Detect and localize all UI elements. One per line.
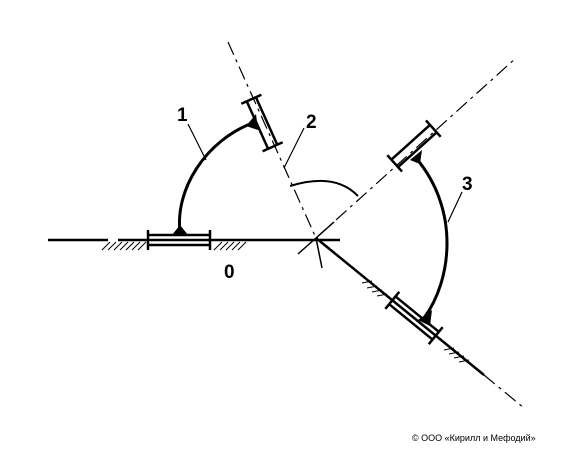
upper-slider <box>240 93 284 153</box>
base-link-0 <box>48 230 340 251</box>
label-link-2: 2 <box>306 112 317 133</box>
right-lower-guide-line <box>315 237 525 409</box>
joint-marker-upper <box>246 114 258 130</box>
upper-guide-line <box>227 41 317 239</box>
curved-link-3 <box>410 150 449 326</box>
label-link-0: 0 <box>224 262 235 283</box>
right-lower-hatching <box>361 280 470 363</box>
copyright-text: © ООО «Кирилл и Мефодий» <box>412 433 536 443</box>
ground-hatching-right <box>213 241 247 251</box>
right-upper-slider <box>386 119 442 173</box>
right-upper-guide-line <box>315 57 517 239</box>
joint-marker-right-upper <box>410 150 422 164</box>
joint-marker-base <box>172 225 188 235</box>
leader-lines <box>187 123 463 223</box>
joint-marker-right-lower <box>418 310 432 326</box>
right-lower-slider <box>384 290 444 346</box>
pivot-center <box>297 221 335 269</box>
curved-link-1 <box>172 114 258 235</box>
label-link-3: 3 <box>462 174 473 195</box>
angle-arc <box>289 179 359 197</box>
ground-hatching-left <box>101 241 147 251</box>
leader-1 <box>187 123 207 161</box>
leader-2 <box>283 127 305 169</box>
leader-3 <box>447 191 463 223</box>
label-link-1: 1 <box>177 105 188 126</box>
